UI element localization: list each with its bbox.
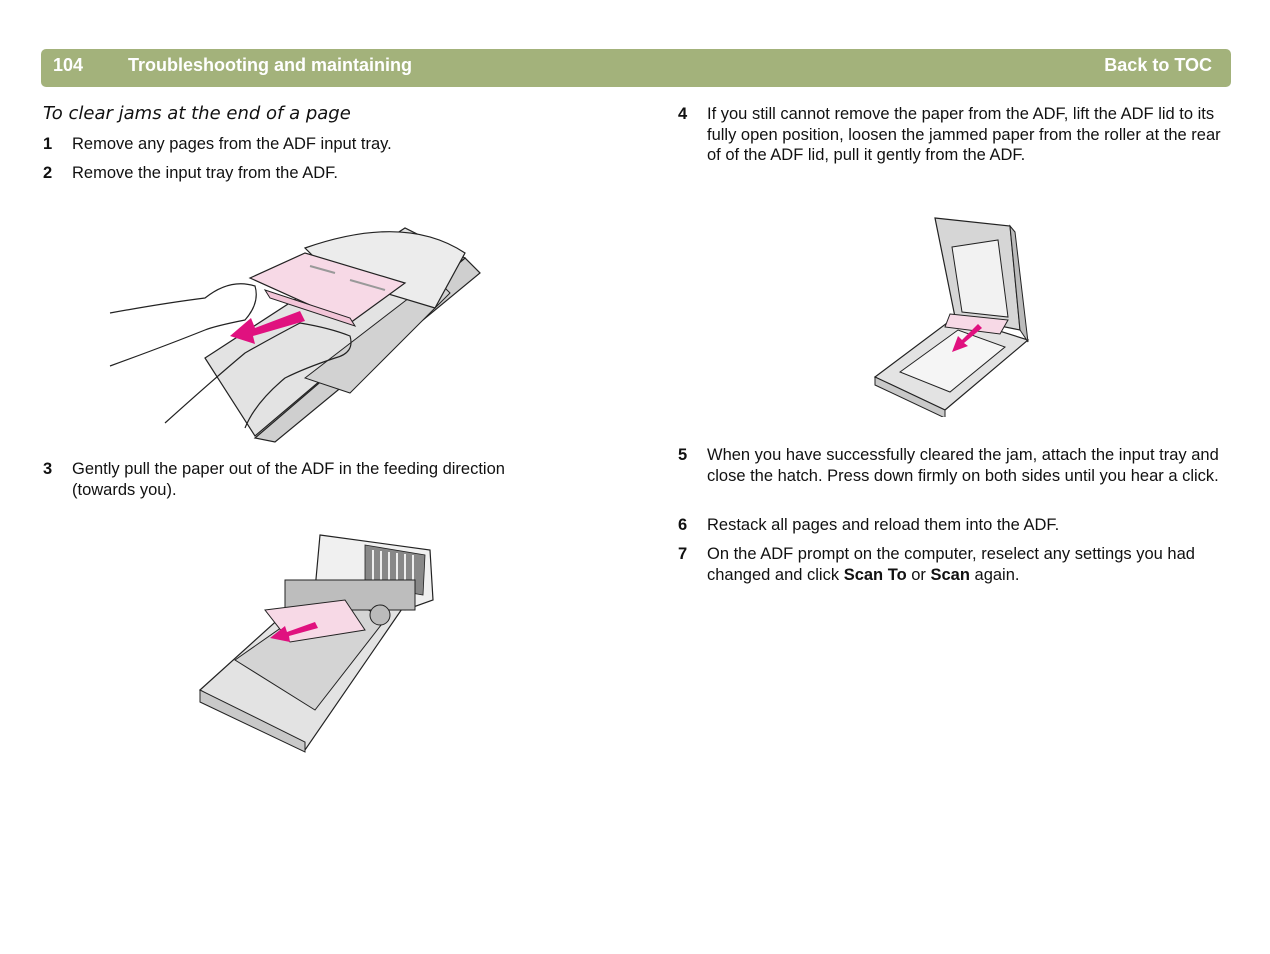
step-text-part: On the ADF prompt on the computer, resel… xyxy=(707,545,1195,584)
step-text-part: again. xyxy=(969,565,1020,584)
step-number: 5 xyxy=(678,446,688,464)
page-number: 104 xyxy=(53,55,84,75)
page-header: 104 Troubleshooting and maintaining Back… xyxy=(41,49,1231,87)
remove-input-tray-illustration xyxy=(109,227,481,443)
step-number: 4 xyxy=(678,105,688,123)
step-number: 6 xyxy=(678,516,688,534)
step-text: If you still cannot remove the paper fro… xyxy=(707,105,1221,164)
lift-adf-lid-illustration xyxy=(873,217,1030,417)
pull-paper-from-adf-illustration xyxy=(198,534,434,753)
scan-to-label: Scan To xyxy=(843,565,907,584)
step-text: Gently pull the paper out of the ADF in … xyxy=(72,460,505,499)
procedure-heading: To clear jams at the end of a page xyxy=(43,103,351,124)
scan-label: Scan xyxy=(930,565,970,584)
step-text: Remove any pages from the ADF input tray… xyxy=(72,135,392,153)
step-text: Restack all pages and reload them into t… xyxy=(707,516,1060,534)
step-text: Remove the input tray from the ADF. xyxy=(72,164,338,182)
step-text-part: or xyxy=(906,565,931,584)
step-text: On the ADF prompt on the computer, resel… xyxy=(707,544,1232,585)
step-number: 1 xyxy=(43,135,53,153)
step-number: 3 xyxy=(43,460,53,478)
step-text: When you have successfully cleared the j… xyxy=(707,446,1219,485)
section-title: Troubleshooting and maintaining xyxy=(128,55,412,75)
step-number: 7 xyxy=(678,545,688,563)
back-to-toc-link[interactable]: Back to TOC xyxy=(1104,55,1212,75)
step-number: 2 xyxy=(43,164,53,182)
